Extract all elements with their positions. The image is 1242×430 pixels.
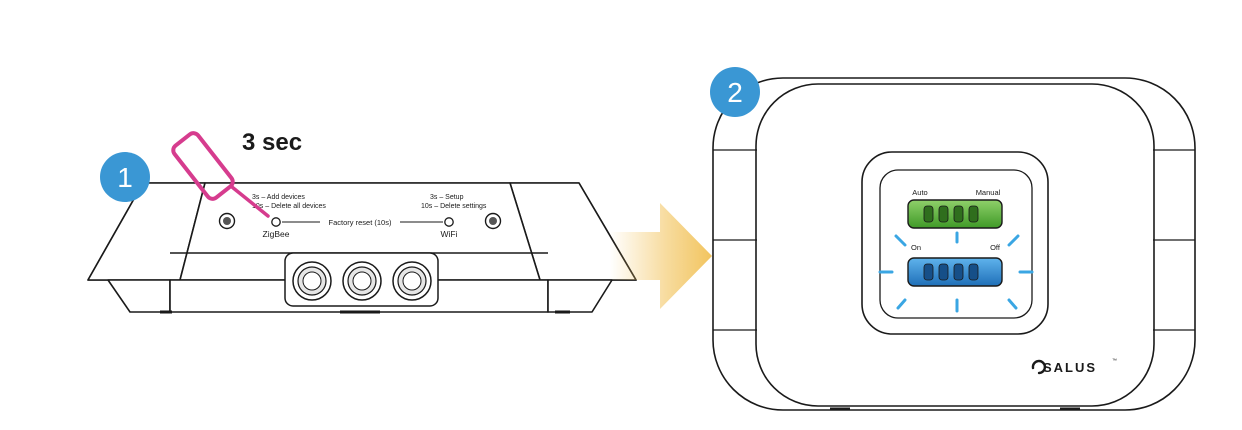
screw-right xyxy=(484,212,502,230)
zigbee-instruction-1: 3s – Add devices xyxy=(252,194,305,201)
hub-ports xyxy=(284,252,439,307)
screw-left xyxy=(218,212,236,230)
port-2 xyxy=(342,261,382,301)
manual-label: Manual xyxy=(976,188,1001,197)
brand-trademark: ™ xyxy=(1112,358,1117,364)
next-step-arrow-icon xyxy=(610,203,712,309)
reset-pin-icon xyxy=(171,131,270,218)
brand-name: SALUS xyxy=(1043,360,1097,375)
mode-switch[interactable] xyxy=(907,199,1003,229)
step-1-badge: 1 xyxy=(100,152,150,202)
wifi-instruction-2: 10s – Delete settings xyxy=(421,203,487,210)
step-1-duration: 3 sec xyxy=(242,129,302,156)
off-label: Off xyxy=(990,243,1001,252)
zigbee-button[interactable] xyxy=(271,217,281,227)
step-1-number: 1 xyxy=(117,162,133,193)
zigbee-label: ZigBee xyxy=(263,229,290,239)
salus-logo: SALUS ™ xyxy=(1031,358,1117,375)
port-1 xyxy=(292,261,332,301)
auto-label: Auto xyxy=(912,188,927,197)
zigbee-instruction-2: 10s – Delete all devices xyxy=(252,203,326,210)
step-2-number: 2 xyxy=(727,77,743,108)
power-switch[interactable] xyxy=(907,257,1003,287)
step-2-badge: 2 xyxy=(710,67,760,117)
control-panel xyxy=(861,151,1049,335)
wifi-instruction-1: 3s – Setup xyxy=(430,194,464,201)
port-3 xyxy=(392,261,432,301)
factory-reset-label: Factory reset (10s) xyxy=(329,218,392,227)
on-label: On xyxy=(911,243,921,252)
wifi-label: WiFi xyxy=(441,229,458,239)
led-glow-rays xyxy=(878,231,1034,313)
wifi-button[interactable] xyxy=(444,217,454,227)
